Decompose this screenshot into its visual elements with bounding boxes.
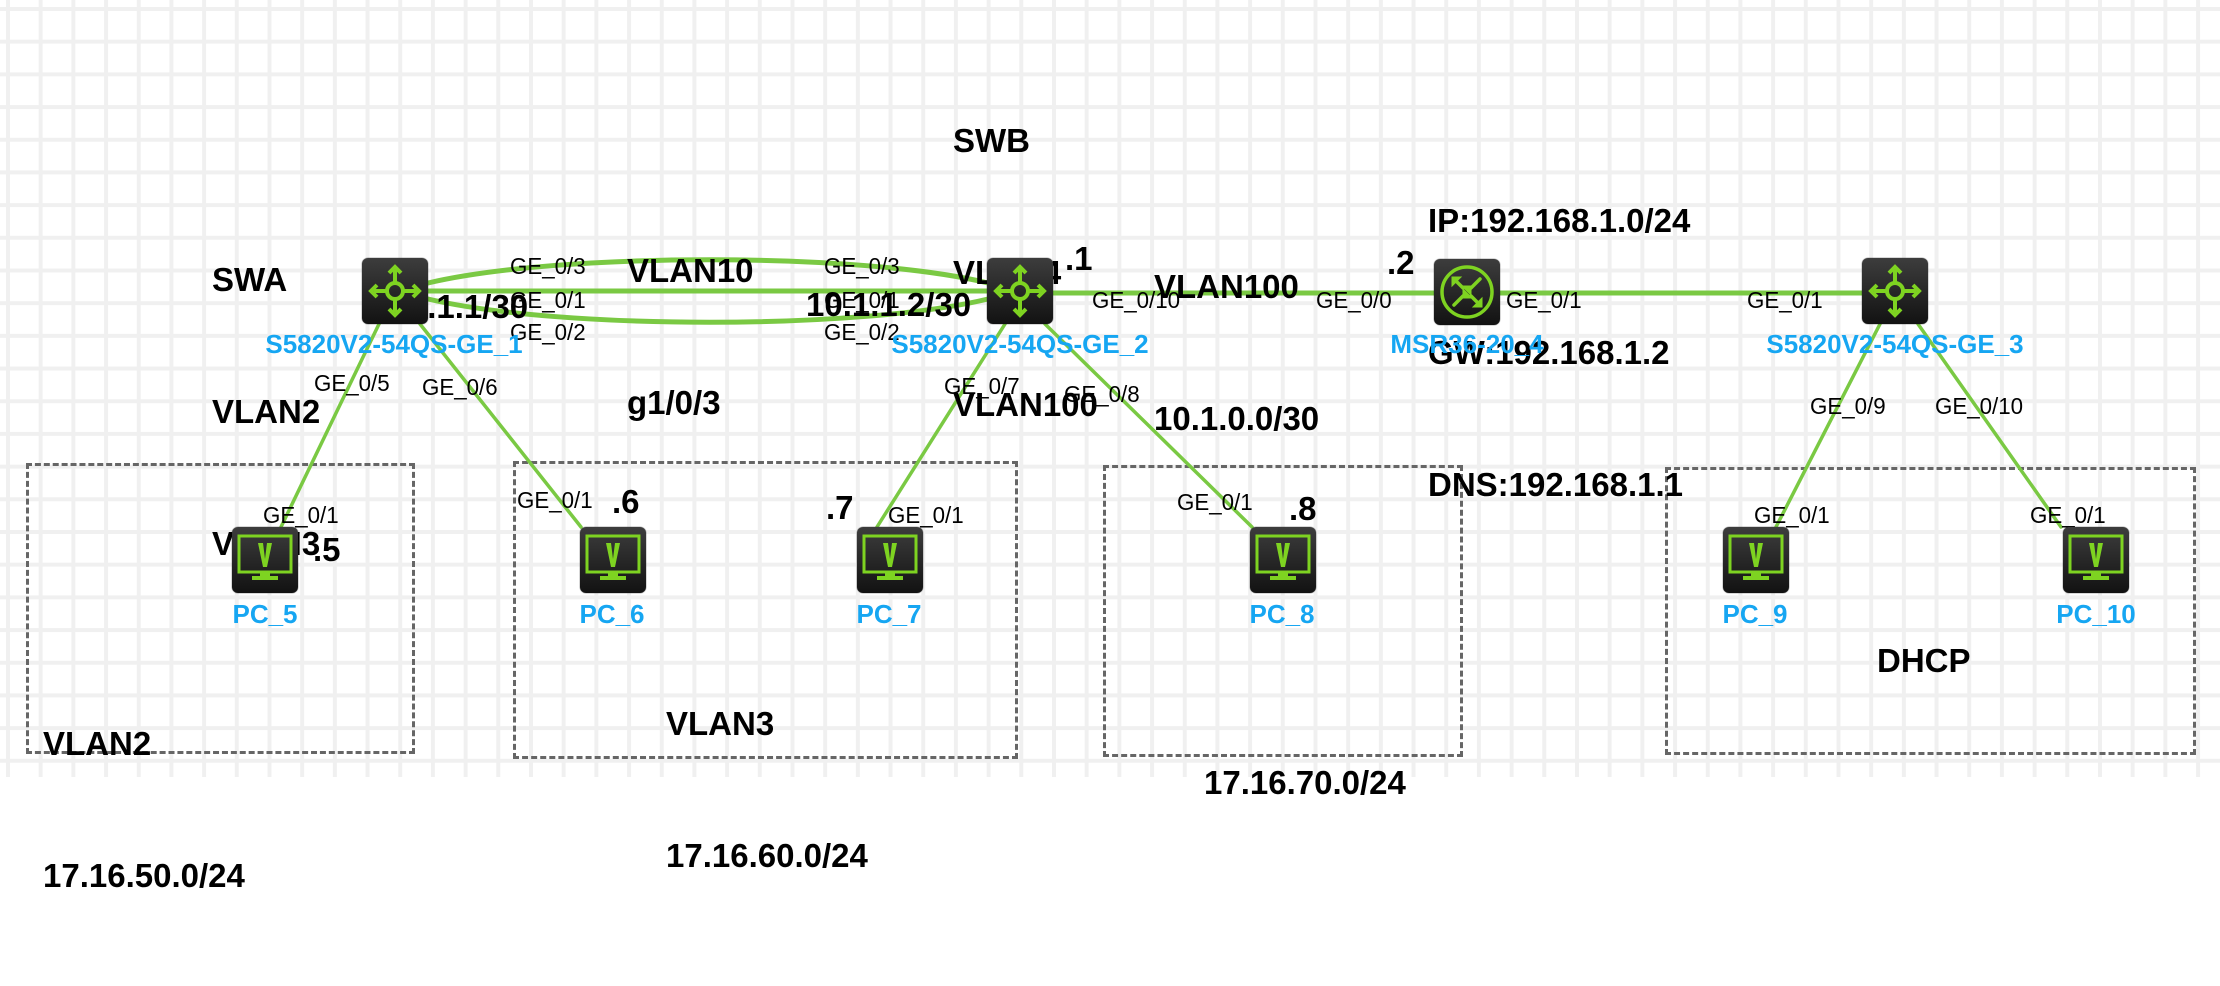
link-sw2-pc8[interactable] xyxy=(1043,322,1254,529)
port-label-sw2-ge010: GE_0/10 xyxy=(1092,287,1181,313)
note-swb-line: VLAN100 xyxy=(953,386,1098,423)
note-swb-ip-text: 10.1.1.2/30 xyxy=(806,286,972,323)
device-label-pc8[interactable]: PC_8 xyxy=(1249,599,1315,629)
note-dhcp-text: DHCP xyxy=(1877,642,1971,679)
port-label-router-ge00: GE_0/0 xyxy=(1316,287,1392,313)
device-pc8[interactable] xyxy=(1250,527,1316,593)
group-box-vlan2[interactable] xyxy=(26,463,415,754)
note-vlan3-line: VLAN3 xyxy=(666,705,775,742)
device-label-pc10[interactable]: PC_10 xyxy=(2056,599,2136,629)
port-label-pc7-ge01: GE_0/1 xyxy=(888,502,964,528)
link-sw1-pc5[interactable] xyxy=(279,322,381,529)
port-label-sw1-ge06: GE_0/6 xyxy=(422,374,498,400)
note-dhcp-ip: IP:192.168.1.0/24 xyxy=(1428,202,1691,239)
topology-canvas[interactable]: SWA VLAN2 VLAN3 10.1.1.1/30 VLAN10 g1/0/… xyxy=(0,0,2220,894)
link-sw1-sw2-ge03[interactable] xyxy=(425,257,991,286)
l3-switch-icon xyxy=(1868,264,1922,318)
host-suffix-pc7: .7 xyxy=(826,489,854,526)
port-label-sw2-ge07: GE_0/7 xyxy=(944,373,1020,399)
pc-monitor-icon xyxy=(862,534,918,580)
group-box-dhcp[interactable] xyxy=(1665,467,2196,755)
host-suffix-pc6: .6 xyxy=(612,483,640,520)
note-vlan100-line: VLAN100 xyxy=(1154,268,1299,305)
note-vlan100[interactable]: VLAN100 10.1.0.0/30 xyxy=(1154,177,1319,529)
device-pc6[interactable] xyxy=(580,527,646,593)
links-layer xyxy=(279,257,2063,529)
link-sw1-pc6[interactable] xyxy=(418,322,583,529)
device-pc7[interactable] xyxy=(857,527,923,593)
note-vlan10-line: VLAN10 xyxy=(627,252,754,289)
port-label-sw1-ge05: GE_0/5 xyxy=(314,370,390,396)
l3-switch-icon xyxy=(993,264,1047,318)
device-sw1[interactable] xyxy=(362,258,428,324)
device-label-router[interactable]: MSR36-20_4 xyxy=(1390,329,1544,359)
port-label-sw2-ge08: GE_0/8 xyxy=(1064,381,1140,407)
device-label-pc5[interactable]: PC_5 xyxy=(232,599,298,629)
host-suffix-router: .2 xyxy=(1387,244,1415,281)
note-vlan2-subnet[interactable]: VLAN2 17.16.50.0/24 xyxy=(43,634,245,986)
note-vlan100-line: 10.1.0.0/30 xyxy=(1154,400,1320,437)
note-vlan10[interactable]: VLAN10 g1/0/3 xyxy=(627,161,754,513)
port-label-sw3-ge01: GE_0/1 xyxy=(1747,287,1823,313)
note-vlan2-line: 17.16.50.0/24 xyxy=(43,857,245,894)
router-icon xyxy=(1440,265,1494,319)
host-suffix-pc8: .8 xyxy=(1289,490,1317,527)
port-label-sw3-ge010: GE_0/10 xyxy=(1935,393,2024,419)
device-pc9[interactable] xyxy=(1723,527,1789,593)
note-vlan3-subnet[interactable]: VLAN3 17.16.60.0/24 xyxy=(666,614,868,966)
note-swa[interactable]: SWA VLAN2 VLAN3 xyxy=(212,170,320,654)
note-vlan2-line: VLAN2 xyxy=(43,725,152,762)
port-label-pc8-ge01: GE_0/1 xyxy=(1177,489,1253,515)
device-label-pc6[interactable]: PC_6 xyxy=(579,599,645,629)
note-swb-ip[interactable]: 10.1.1.2/30 xyxy=(806,195,971,415)
link-sw3-pc10[interactable] xyxy=(1916,322,2063,529)
device-pc5[interactable] xyxy=(232,527,298,593)
device-pc10[interactable] xyxy=(2063,527,2129,593)
port-label-pc9-ge01: GE_0/1 xyxy=(1754,502,1830,528)
port-label-sw1-ge02: GE_0/2 xyxy=(510,319,586,345)
port-label-sw2-ge01: GE_0/1 xyxy=(824,287,900,313)
device-label-pc7[interactable]: PC_7 xyxy=(856,599,922,629)
port-label-sw1-ge01: GE_0/1 xyxy=(510,287,586,313)
port-label-router-ge01: GE_0/1 xyxy=(1506,287,1582,313)
note-vlan10-line: g1/0/3 xyxy=(627,384,721,421)
group-box-vlan3[interactable] xyxy=(513,461,1018,759)
device-sw3[interactable] xyxy=(1862,258,1928,324)
note-dhcp-gw: GW:192.168.1.2 xyxy=(1428,334,1670,371)
device-label-pc9[interactable]: PC_9 xyxy=(1722,599,1788,629)
link-sw1-sw2-ge02[interactable] xyxy=(425,296,991,325)
device-label-sw2[interactable]: S5820V2-54QS-GE_2 xyxy=(891,329,1149,359)
note-subnet-70[interactable]: 17.16.70.0/24 xyxy=(1204,673,1406,893)
port-label-sw2-ge03: GE_0/3 xyxy=(824,253,900,279)
device-label-sw1[interactable]: S5820V2-54QS-GE_1 xyxy=(265,329,523,359)
pc-monitor-icon xyxy=(1728,534,1784,580)
note-vlan3-line: 17.16.60.0/24 xyxy=(666,837,868,874)
host-suffix-pc5: .5 xyxy=(313,531,341,568)
note-swa-line: VLAN2 xyxy=(212,393,321,430)
link-sw2-pc7[interactable] xyxy=(875,322,1007,529)
note-swa-line: SWA xyxy=(212,261,288,298)
port-label-sw1-ge03: GE_0/3 xyxy=(510,253,586,279)
host-suffix-sw2: .1 xyxy=(1065,240,1093,277)
pc-monitor-icon xyxy=(585,534,641,580)
group-box-subnet-70[interactable] xyxy=(1103,465,1463,757)
note-dhcp-dns: DNS:192.168.1.1 xyxy=(1428,466,1683,503)
pc-monitor-icon xyxy=(2068,534,2124,580)
port-label-pc6-ge01: GE_0/1 xyxy=(517,487,593,513)
link-sw3-pc9[interactable] xyxy=(1774,322,1882,529)
device-sw2[interactable] xyxy=(987,258,1053,324)
note-dhcp[interactable]: DHCP xyxy=(1877,551,1971,771)
device-router[interactable] xyxy=(1434,259,1500,325)
port-label-pc10-ge01: GE_0/1 xyxy=(2030,502,2106,528)
note-dhcp-info[interactable]: IP:192.168.1.0/24 GW:192.168.1.2 DNS:192… xyxy=(1428,111,1690,595)
l3-switch-icon xyxy=(368,264,422,318)
port-label-sw3-ge09: GE_0/9 xyxy=(1810,393,1886,419)
pc-monitor-icon xyxy=(1255,534,1311,580)
note-subnet-70-text: 17.16.70.0/24 xyxy=(1204,764,1406,801)
port-label-sw2-ge02: GE_0/2 xyxy=(824,319,900,345)
pc-monitor-icon xyxy=(237,534,293,580)
note-swb-line: SWB xyxy=(953,122,1030,159)
port-label-pc5-ge01: GE_0/1 xyxy=(263,502,339,528)
device-label-sw3[interactable]: S5820V2-54QS-GE_3 xyxy=(1766,329,2024,359)
